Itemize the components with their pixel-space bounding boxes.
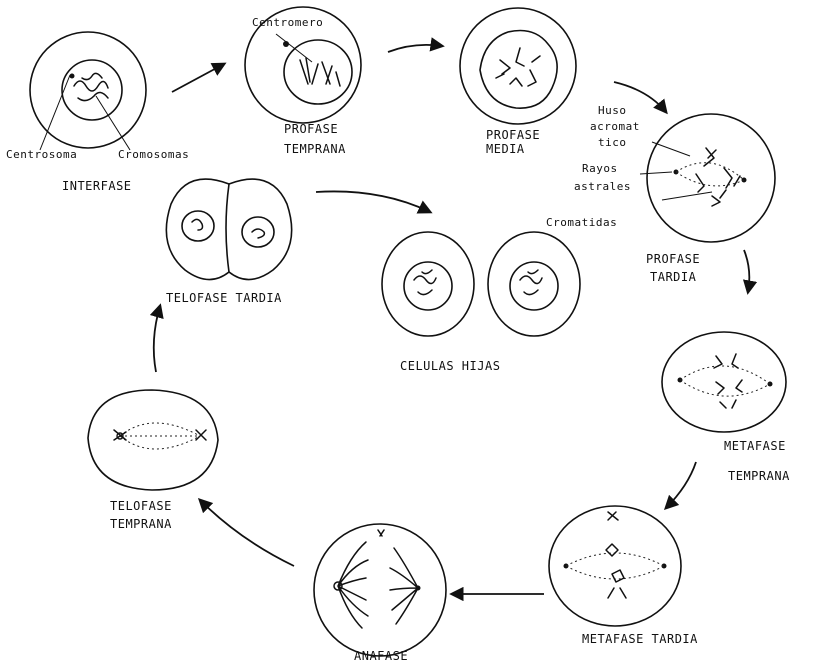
arrow-anafase-to-telofase-temprana xyxy=(200,500,294,566)
label-interfase: INTERFASE xyxy=(62,179,132,193)
label-huso-2: acromat xyxy=(590,120,640,133)
cell-telofase-temprana xyxy=(88,390,218,490)
label-rayos-2: astrales xyxy=(574,180,631,193)
label-profase-temprana-2: TEMPRANA xyxy=(284,142,346,156)
label-centrosoma: Centrosoma xyxy=(6,148,77,161)
cell-celulas-hijas-left xyxy=(382,232,474,336)
cell-metafase-tardia xyxy=(549,506,681,626)
cell-metafase-temprana xyxy=(662,332,786,432)
label-telofase-temprana-2: TEMPRANA xyxy=(110,517,172,531)
label-metafase-temprana-1: METAFASE xyxy=(724,439,786,453)
label-profase-tardia-2: TARDIA xyxy=(650,270,697,284)
arrow-telofase-tardia-to-celulas-hijas xyxy=(316,191,430,212)
cell-profase-media xyxy=(460,8,576,124)
label-cromatidas: Cromatidas xyxy=(546,216,617,229)
arrow-metafase-temprana-to-tardia xyxy=(666,462,696,508)
label-profase-temprana-1: PROFASE xyxy=(284,122,338,136)
label-centromero: Centromero xyxy=(252,16,323,29)
label-telofase-temprana-1: TELOFASE xyxy=(110,499,172,513)
label-metafase-tardia: METAFASE TARDIA xyxy=(582,632,698,646)
label-profase-tardia-1: PROFASE xyxy=(646,252,700,266)
label-telofase-tardia: TELOFASE TARDIA xyxy=(166,291,282,305)
cell-anafase xyxy=(314,524,446,656)
arrow-profase-tardia-to-metafase-temprana xyxy=(744,250,749,292)
arrow-interfase-to-profase-temprana xyxy=(172,64,224,92)
label-metafase-temprana-2: TEMPRANA xyxy=(728,469,790,483)
cell-telofase-tardia xyxy=(166,179,291,279)
cell-profase-tardia xyxy=(647,114,775,242)
label-profase-media-2: MEDIA xyxy=(486,142,525,156)
cell-celulas-hijas-right xyxy=(488,232,580,336)
label-rayos-1: Rayos xyxy=(582,162,618,175)
label-profase-media-1: PROFASE xyxy=(486,128,540,142)
label-celulas-hijas: CELULAS HIJAS xyxy=(400,359,500,373)
label-cromosomas: Cromosomas xyxy=(118,148,189,161)
label-anafase: ANAFASE xyxy=(354,649,408,662)
label-huso-1: Huso xyxy=(598,104,627,117)
arrow-telofase-temprana-to-tardia xyxy=(154,306,160,372)
label-huso-3: tico xyxy=(598,136,627,149)
arrow-profase-temprana-to-media xyxy=(388,45,442,52)
